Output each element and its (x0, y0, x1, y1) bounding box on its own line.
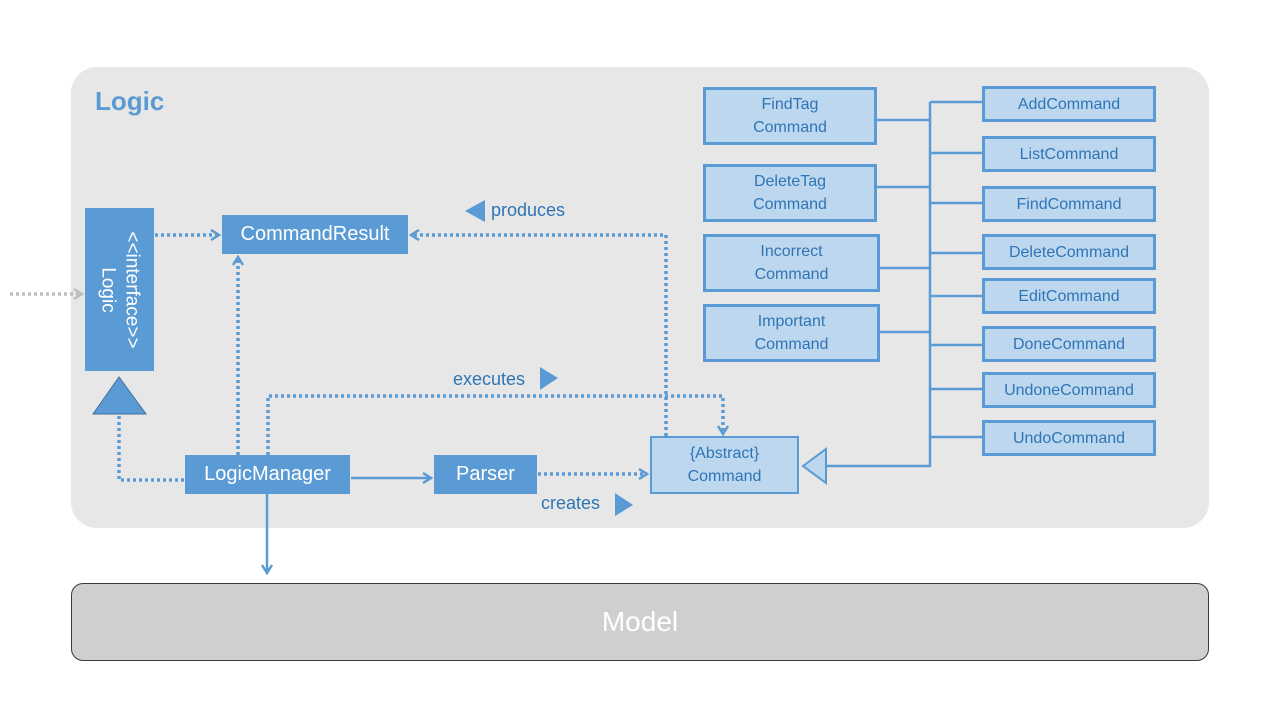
logic-interface-box[interactable]: <<interface>> Logic (85, 208, 154, 371)
list-command-label: ListCommand (1019, 145, 1119, 163)
logicmanager-box[interactable]: LogicManager (185, 455, 350, 494)
delete-command-box[interactable]: DeleteCommand (982, 234, 1156, 270)
incorrect-command-box[interactable]: Incorrect Command (703, 234, 880, 292)
logic-panel-title: Logic (95, 86, 165, 116)
add-command-label: AddCommand (1017, 95, 1121, 113)
commandresult-label: CommandResult (240, 223, 390, 245)
edit-command-box[interactable]: EditCommand (982, 278, 1156, 314)
logic-interface-label: <<interface>> Logic (97, 230, 143, 349)
parser-label: Parser (456, 463, 515, 485)
command-produces-commandresult-arrow (411, 235, 668, 436)
model-label: Model (601, 606, 679, 637)
incorrect-command-label: Incorrect Command (754, 243, 829, 283)
important-command-label: Important Command (754, 313, 829, 353)
abstract-command-box[interactable]: {Abstract} Command (650, 436, 799, 494)
list-command-box[interactable]: ListCommand (982, 136, 1156, 172)
abstract-command-label: {Abstract} Command (687, 445, 762, 485)
findtag-command-box[interactable]: FindTag Command (703, 87, 877, 145)
undone-command-label: UndoneCommand (1004, 381, 1134, 399)
important-command-box[interactable]: Important Command (703, 304, 880, 362)
logicmanager-label: LogicManager (204, 463, 331, 485)
add-command-box[interactable]: AddCommand (982, 86, 1156, 122)
realization-triangle (92, 376, 147, 415)
logicmanager-realizes-interface-line (117, 414, 184, 482)
produces-direction-icon (465, 200, 485, 222)
produces-label: produces (491, 200, 566, 220)
deletetag-command-box[interactable]: DeleteTag Command (703, 164, 877, 222)
done-command-label: DoneCommand (1012, 335, 1126, 353)
find-command-label: FindCommand (1016, 195, 1122, 213)
undo-command-box[interactable]: UndoCommand (982, 420, 1156, 456)
undo-command-label: UndoCommand (1012, 429, 1126, 447)
delete-command-label: DeleteCommand (1008, 243, 1130, 261)
edit-command-label: EditCommand (1018, 287, 1120, 305)
executes-direction-icon (540, 367, 558, 390)
executes-label: executes (453, 369, 526, 389)
done-command-box[interactable]: DoneCommand (982, 326, 1156, 362)
creates-direction-icon (615, 493, 633, 516)
inheritance-triangle (801, 447, 827, 485)
undone-command-box[interactable]: UndoneCommand (982, 372, 1156, 408)
deletetag-command-label: DeleteTag Command (753, 173, 827, 213)
parser-box[interactable]: Parser (434, 455, 537, 494)
creates-label: creates (541, 493, 601, 513)
findtag-command-label: FindTag Command (753, 96, 827, 136)
model-box: Model (71, 583, 1209, 661)
find-command-box[interactable]: FindCommand (982, 186, 1156, 222)
commandresult-box[interactable]: CommandResult (222, 215, 408, 254)
